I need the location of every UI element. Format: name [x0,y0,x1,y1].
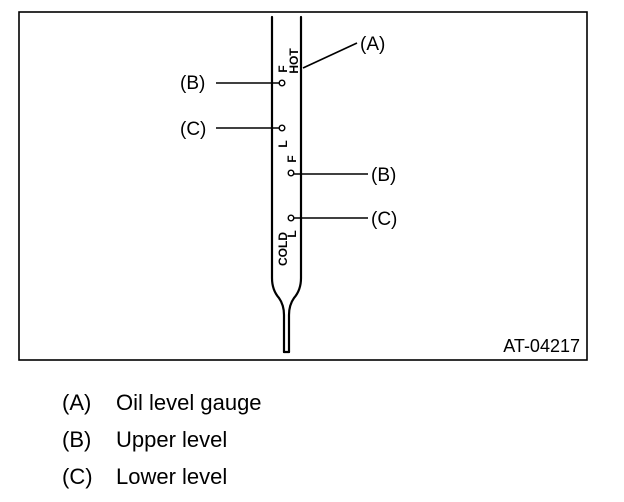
legend: (A) Oil level gauge (B) Upper level (C) Low… [62,388,262,499]
leader-lines [216,42,368,219]
diagram-frame [18,11,588,361]
legend-text: Lower level [116,464,228,489]
gauge-outline-left [270,15,286,354]
hot-low-label: L [276,140,290,147]
legend-key: (C) [62,464,93,489]
legend-item-c: (C) Lower level [62,462,262,499]
callout-b-hot: (B) [180,73,205,94]
cold-label: COLD [276,232,290,266]
legend-key: (B) [62,427,92,452]
callout-c-hot: (C) [180,119,206,140]
oil-level-gauge [270,15,303,354]
hot-label: HOT [287,48,301,74]
hot-low-mark [278,124,286,132]
callout-b-cold: (B) [371,165,396,186]
cold-full-label: F [285,155,299,162]
level-marks [278,79,295,222]
callout-a: (A) [360,34,385,55]
legend-text: Oil level gauge [116,390,262,415]
legend-item-a: (A) Oil level gauge [62,388,262,425]
hot-full-mark [278,79,286,87]
figure-id: AT-04217 [503,336,580,356]
leader-a [302,42,358,69]
legend-item-b: (B) Upper level [62,425,262,462]
callout-c-cold: (C) [371,209,397,230]
legend-key: (A) [62,390,92,415]
hot-full-label: F [276,65,290,72]
cold-low-mark [287,214,295,222]
legend-text: Upper level [116,427,228,452]
cold-full-mark [287,169,295,177]
cold-low-label: L [285,230,299,237]
gauge-diagram: HOT F L F L COLD (A) (B) (C) (B) (C) AT-… [18,11,588,361]
gauge-outline-right [287,15,303,354]
